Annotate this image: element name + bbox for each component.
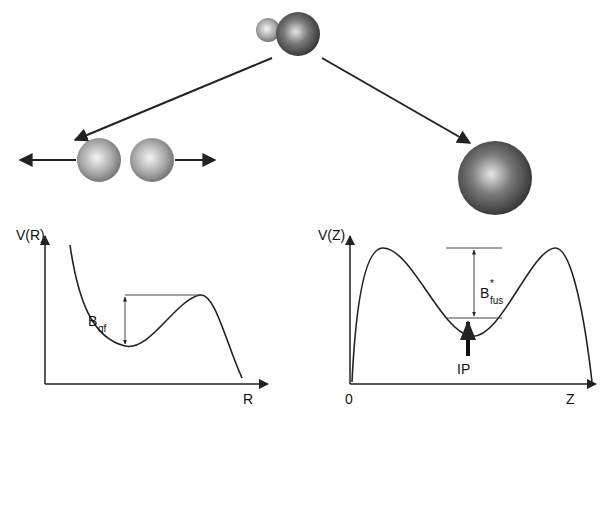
branch-arrow bbox=[75, 58, 272, 140]
compound-nucleus bbox=[458, 141, 532, 215]
x-axis bbox=[350, 383, 596, 385]
barrier-symbol: B bbox=[480, 286, 489, 300]
barrier-level bbox=[125, 295, 202, 296]
barrier-subscript: fus bbox=[490, 296, 503, 306]
y-axis bbox=[44, 236, 46, 384]
potential-curve bbox=[352, 248, 592, 382]
separation-arrow bbox=[20, 159, 76, 161]
axis-label: R bbox=[243, 392, 253, 406]
injection-level bbox=[446, 318, 502, 319]
y-axis bbox=[349, 236, 351, 384]
point-label: IP bbox=[457, 362, 470, 376]
axis-label: V(Z) bbox=[318, 228, 345, 242]
barrier-symbol: B bbox=[88, 314, 97, 328]
fragment-nucleus bbox=[130, 138, 174, 182]
injection-point-arrow bbox=[466, 322, 470, 356]
potential-curve bbox=[70, 245, 242, 378]
barrier-level bbox=[446, 248, 502, 249]
barrier-height-arrow bbox=[474, 250, 475, 316]
axis-origin: 0 bbox=[345, 392, 353, 406]
barrier-subscript: qf bbox=[98, 324, 106, 334]
x-axis bbox=[45, 383, 268, 385]
target-nucleus bbox=[276, 12, 320, 56]
barrier-height-arrow bbox=[125, 297, 126, 344]
branch-arrow bbox=[322, 58, 470, 143]
fragment-nucleus bbox=[77, 138, 121, 182]
separation-arrow bbox=[175, 159, 215, 161]
axis-label: V(R) bbox=[16, 228, 45, 242]
axis-label: Z bbox=[566, 392, 575, 406]
barrier-superscript: * bbox=[490, 279, 494, 289]
